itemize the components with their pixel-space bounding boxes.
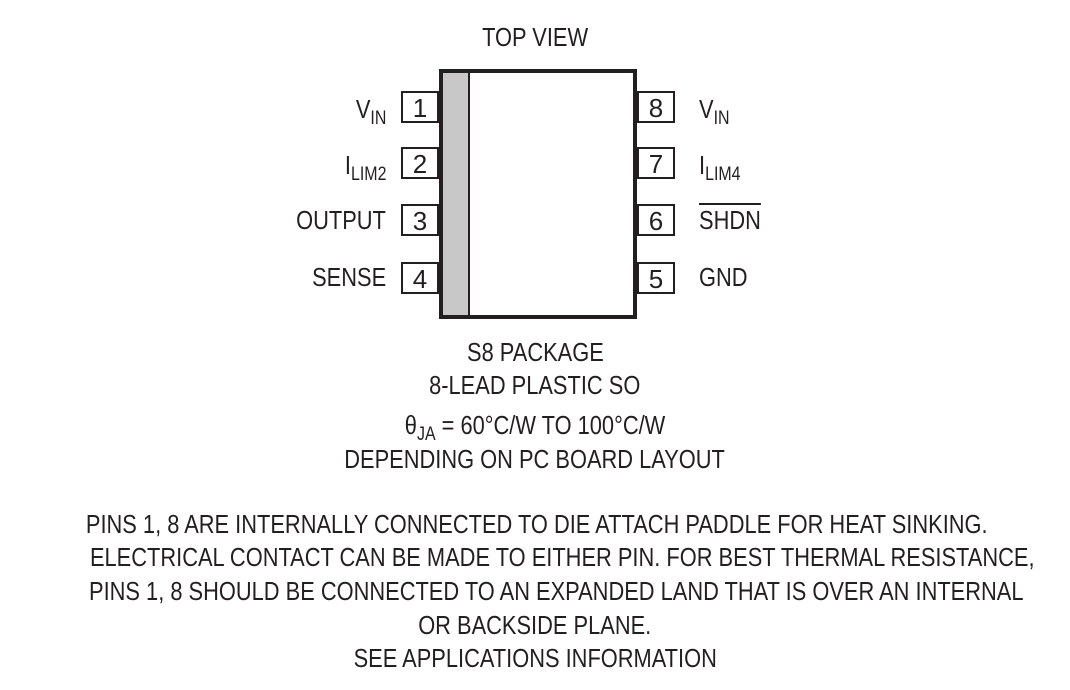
pin-5-label: GND xyxy=(699,262,748,292)
pin-1-box: 1 xyxy=(401,91,439,123)
note-line-4: OR BACKSIDE PLANE. xyxy=(418,610,652,640)
thermal-note: DEPENDING ON PC BOARD LAYOUT xyxy=(344,444,726,474)
pin-3-label: OUTPUT xyxy=(296,205,386,235)
note-line-1: PINS 1, 8 ARE INTERNALLY CONNECTED TO DI… xyxy=(85,509,988,539)
note-line-2: ELECTRICAL CONTACT CAN BE MADE TO EITHER… xyxy=(89,542,1035,572)
pin-3-box: 3 xyxy=(401,204,439,236)
pin-1-label: VIN xyxy=(355,94,386,129)
package-name: S8 PACKAGE xyxy=(466,337,604,367)
view-title: TOP VIEW xyxy=(482,22,588,52)
note-line-3: PINS 1, 8 SHOULD BE CONNECTED TO AN EXPA… xyxy=(89,576,1024,606)
pin1-indicator-bar xyxy=(443,73,470,315)
pin-4-box: 4 xyxy=(401,262,439,294)
pin-4-label: SENSE xyxy=(311,262,386,292)
pin-7-label: ILIM4 xyxy=(699,150,741,185)
pin-5-box: 5 xyxy=(637,262,675,294)
pin-2-box: 2 xyxy=(401,147,439,179)
ic-package-body xyxy=(439,69,637,319)
pin-2-label: ILIM2 xyxy=(344,150,386,185)
thermal-resistance: θJA = 60°C/W TO 100°C/W xyxy=(404,410,666,445)
pin-8-label: VIN xyxy=(699,94,730,129)
note-line-5: SEE APPLICATIONS INFORMATION xyxy=(353,643,717,673)
pin-7-box: 7 xyxy=(637,147,675,179)
pin-6-box: 6 xyxy=(637,204,675,236)
package-type: 8-LEAD PLASTIC SO xyxy=(429,370,641,400)
pin-6-label: SHDN xyxy=(699,205,761,235)
pin-8-box: 8 xyxy=(637,91,675,123)
